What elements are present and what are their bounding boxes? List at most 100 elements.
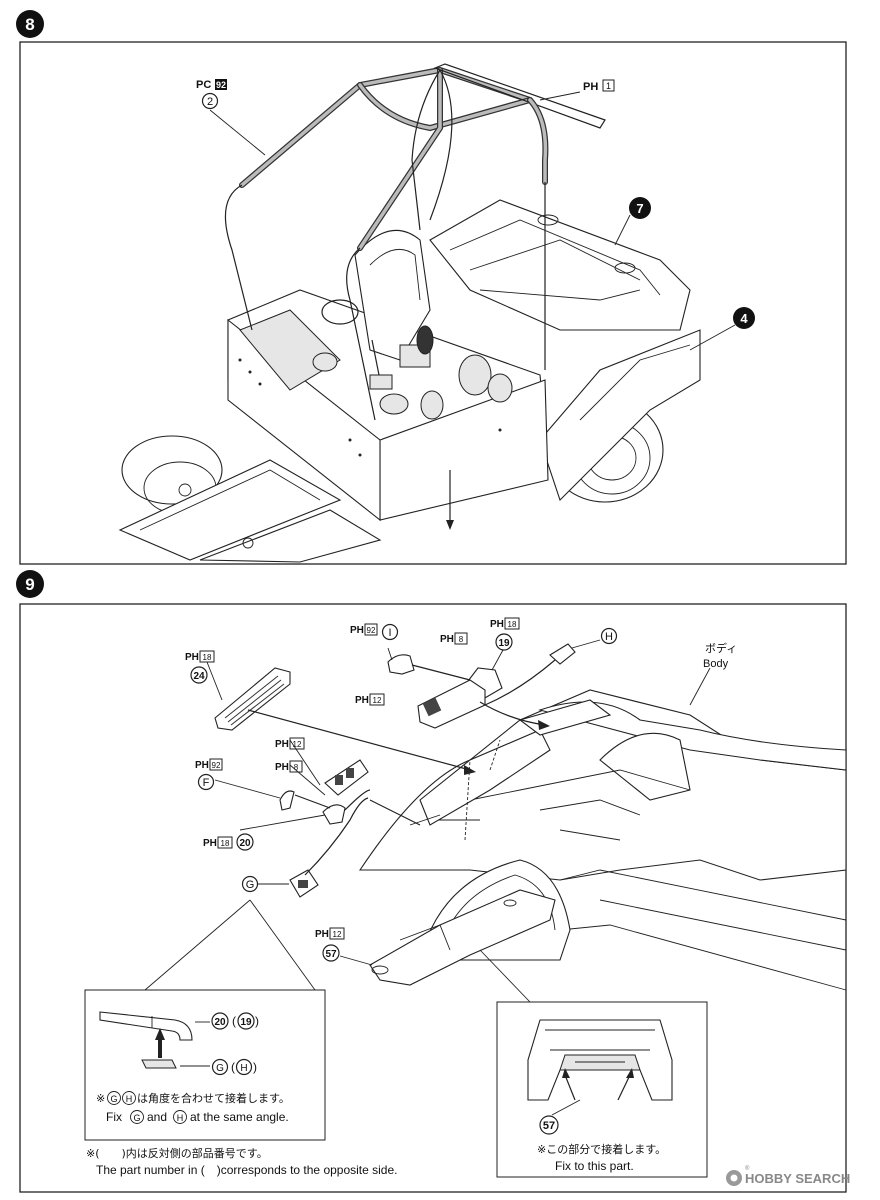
leader-part-1 bbox=[539, 91, 581, 101]
cockpit-front-wall bbox=[227, 318, 381, 522]
svg-text:※( )内は反対側の部品番号です。: ※( )内は反対側の部品番号です。 bbox=[86, 1146, 268, 1160]
svg-text:(: ( bbox=[232, 1014, 236, 1028]
svg-text:PC: PC bbox=[196, 79, 211, 91]
label-ph18-19: PH 18 19 bbox=[490, 617, 520, 651]
chassis-drawing bbox=[118, 199, 701, 563]
svg-text:12: 12 bbox=[373, 696, 382, 705]
svg-text:57: 57 bbox=[325, 949, 337, 960]
svg-text:92: 92 bbox=[367, 626, 376, 635]
svg-text:F: F bbox=[203, 777, 210, 789]
svg-text:は角度を合わせて接着します。: は角度を合わせて接着します。 bbox=[137, 1091, 290, 1105]
svg-text:and: and bbox=[147, 1110, 167, 1124]
svg-text:The part number in ( )correspo: The part number in ( )corresponds to the… bbox=[96, 1163, 398, 1177]
label-ph12-lower: PH 12 bbox=[275, 737, 305, 750]
part-I-drawing bbox=[387, 654, 415, 675]
svg-text:®: ® bbox=[745, 1165, 750, 1172]
svg-text:8: 8 bbox=[459, 635, 464, 644]
detail-box-angle: 20 ( 19 ) G ( H ) ※ G H は角度を合わせて接着します。 F… bbox=[84, 989, 326, 1141]
svg-text:G: G bbox=[110, 1094, 117, 1104]
step-9-frame bbox=[19, 603, 847, 1193]
svg-text:92: 92 bbox=[212, 761, 221, 770]
svg-text:): ) bbox=[253, 1060, 257, 1074]
label-ph92-F: PH 92 F bbox=[195, 758, 223, 791]
svg-text:PH: PH bbox=[490, 619, 504, 630]
rear-deck bbox=[429, 199, 691, 331]
svg-text:PH: PH bbox=[315, 929, 329, 940]
leader-part-2 bbox=[209, 109, 266, 156]
detail-part-20 bbox=[99, 1011, 193, 1041]
label-G: G bbox=[241, 875, 259, 893]
svg-text:G: G bbox=[133, 1113, 140, 1123]
wheel-rear-left bbox=[121, 435, 223, 505]
frame-left bbox=[118, 459, 342, 561]
leader-callout-7 bbox=[614, 214, 631, 246]
svg-text:18: 18 bbox=[508, 620, 517, 629]
label-ph8-top: PH 8 bbox=[440, 632, 468, 645]
svg-text:G: G bbox=[216, 1063, 224, 1074]
svg-text:2: 2 bbox=[207, 96, 213, 108]
leader-callout-4 bbox=[689, 324, 736, 351]
svg-text:7: 7 bbox=[636, 201, 643, 216]
step-9-badge bbox=[16, 570, 44, 598]
step-9-leaders bbox=[144, 639, 711, 1003]
svg-text:PH: PH bbox=[350, 625, 364, 636]
svg-text:PH: PH bbox=[275, 739, 289, 750]
part-H-drawing bbox=[549, 643, 576, 665]
svg-text:PH: PH bbox=[195, 760, 209, 771]
svg-text:HOBBY SEARCH: HOBBY SEARCH bbox=[745, 1171, 850, 1186]
canister-2 bbox=[458, 354, 492, 396]
svg-text:H: H bbox=[126, 1094, 133, 1104]
step-8: 8 bbox=[16, 10, 847, 565]
svg-text:※: ※ bbox=[96, 1092, 105, 1105]
svg-text:18: 18 bbox=[203, 653, 212, 662]
detail-part-G bbox=[141, 1059, 177, 1069]
label-ph12-upper: PH 12 bbox=[355, 693, 385, 706]
svg-text:19: 19 bbox=[240, 1017, 252, 1028]
svg-text:H: H bbox=[240, 1063, 247, 1074]
svg-text:20: 20 bbox=[239, 838, 251, 849]
svg-text:at the same angle.: at the same angle. bbox=[190, 1110, 289, 1124]
part-57-drawing bbox=[369, 889, 556, 986]
step-8-number: 8 bbox=[25, 15, 34, 34]
svg-text:): ) bbox=[255, 1014, 259, 1028]
svg-text:4: 4 bbox=[740, 311, 748, 326]
step-9-parts bbox=[214, 643, 576, 898]
svg-text:Body: Body bbox=[703, 658, 729, 670]
label-ph92-I: PH 92 I bbox=[350, 623, 399, 641]
part-20-drawing bbox=[322, 804, 346, 825]
footnote: ※( )内は反対側の部品番号です。 The part number in ( )… bbox=[86, 1146, 398, 1177]
step-9-number: 9 bbox=[25, 575, 34, 594]
label-body: ボディ Body bbox=[703, 641, 737, 670]
label-ph18-20: PH 18 20 bbox=[203, 833, 254, 851]
step-8-frame bbox=[19, 41, 847, 565]
svg-text:19: 19 bbox=[498, 638, 510, 649]
steering-wheel bbox=[321, 299, 359, 325]
svg-text:1: 1 bbox=[606, 81, 611, 91]
svg-text:PH: PH bbox=[275, 762, 289, 773]
callout-7: 7 bbox=[629, 197, 651, 219]
svg-text:PH: PH bbox=[355, 695, 369, 706]
label-ph1: PH 1 bbox=[583, 79, 615, 93]
svg-text:12: 12 bbox=[333, 930, 342, 939]
label-pc92-part2: PC 92 2 bbox=[196, 79, 227, 110]
detail-part-57 bbox=[559, 1054, 641, 1071]
roll-cage-part-1 bbox=[433, 63, 606, 370]
svg-text:18: 18 bbox=[221, 839, 230, 848]
canister-3 bbox=[420, 390, 444, 420]
svg-text:I: I bbox=[388, 627, 391, 639]
hobbysearch-watermark: HOBBY SEARCH ® bbox=[726, 1165, 850, 1186]
step-8-badge bbox=[16, 10, 44, 38]
roll-cage-part-2 bbox=[224, 66, 533, 421]
svg-text:20: 20 bbox=[214, 1017, 226, 1028]
body-drawing bbox=[358, 689, 847, 991]
svg-text:PH: PH bbox=[440, 634, 454, 645]
svg-text:Fix: Fix bbox=[106, 1110, 122, 1124]
svg-text:PH: PH bbox=[203, 838, 217, 849]
side-pod-right bbox=[539, 329, 701, 502]
part-F-drawing bbox=[279, 790, 295, 811]
label-H: H bbox=[600, 627, 618, 645]
svg-text:8: 8 bbox=[294, 763, 299, 772]
svg-text:ボディ: ボディ bbox=[705, 641, 737, 655]
detail-box-fix: 57 ※この部分で接着します。 Fix to this part. bbox=[496, 1001, 708, 1178]
